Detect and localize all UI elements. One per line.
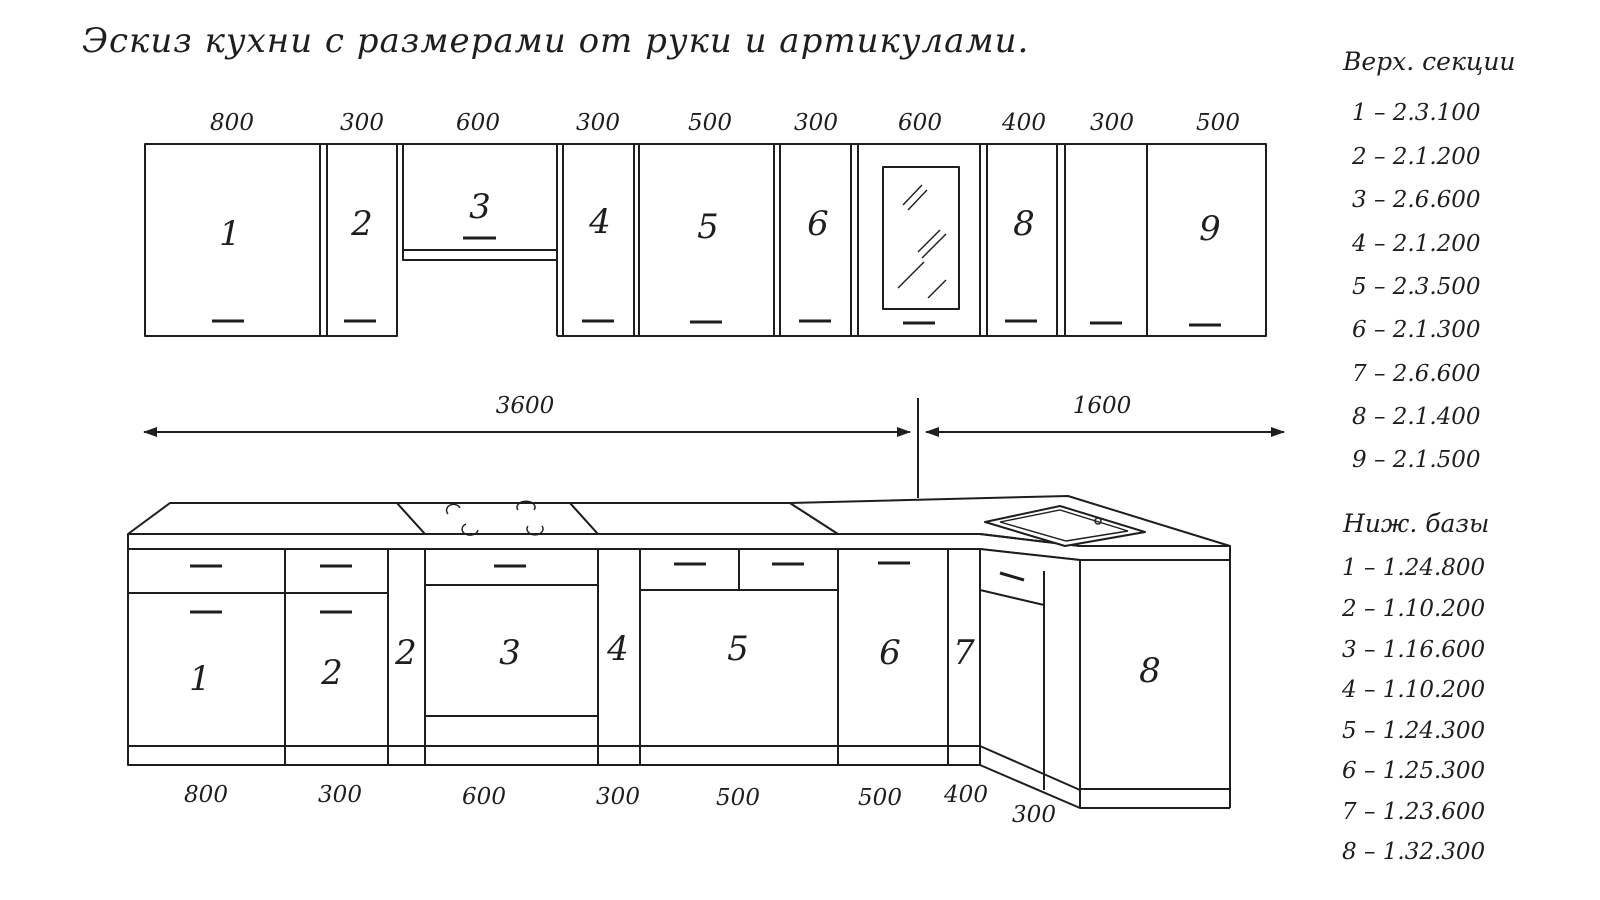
lower-cabinet-6 xyxy=(837,548,949,766)
upper-cabinet-unlabeled xyxy=(1064,143,1148,337)
lower-cabinet-numbers: 1 2 2 3 4 5 6 7 8 xyxy=(189,629,1161,699)
upper-cabinet-1 xyxy=(144,143,321,337)
hob-burners xyxy=(445,500,544,536)
upper-cabinet-7 xyxy=(857,143,981,337)
upper-cabinet-5 xyxy=(638,143,775,337)
legend-lower-item: 5 – 1.24.300 xyxy=(1342,718,1485,744)
sketch-title: Эскиз кухни с размерами от руки и артику… xyxy=(82,21,1029,61)
upper-cabinet-3 xyxy=(402,143,558,251)
upper-number: 2 xyxy=(350,204,373,244)
legend-lower-item: 4 – 1.10.200 xyxy=(1341,677,1485,703)
lower-width-label: 300 xyxy=(318,782,362,808)
upper-number: 4 xyxy=(588,202,611,242)
glass-door xyxy=(882,166,960,310)
legend-upper-item: 9 – 2.1.500 xyxy=(1352,447,1481,473)
upper-width-label: 300 xyxy=(576,110,620,136)
lower-filler-7 xyxy=(947,548,981,766)
legend-lower-item: 8 – 1.32.300 xyxy=(1342,839,1485,865)
lower-number: 5 xyxy=(727,629,749,669)
lower-cabinets xyxy=(127,495,1231,809)
legend-lower-item: 7 – 1.23.600 xyxy=(1342,799,1485,825)
upper-number: 3 xyxy=(469,187,491,227)
lower-width-labels: 800 300 600 300 500 500 400 300 xyxy=(184,782,1056,828)
legend-lower-item: 3 – 1.16.600 xyxy=(1342,637,1485,663)
upper-number: 8 xyxy=(1013,204,1035,244)
lower-width-label: 400 xyxy=(943,782,988,808)
upper-width-labels: 800 300 600 300 500 300 600 400 300 500 xyxy=(210,110,1240,136)
lower-number: 6 xyxy=(879,633,901,673)
upper-width-label: 500 xyxy=(688,110,732,136)
upper-cabinet-6 xyxy=(779,143,852,337)
upper-width-label: 300 xyxy=(1090,110,1134,136)
legend-lower-heading: Ниж. базы xyxy=(1342,509,1489,538)
lower-number: 2 xyxy=(394,633,417,673)
lower-corner-door xyxy=(979,548,1081,809)
upper-cabinet-numbers: 1 2 3 4 5 6 8 9 xyxy=(219,187,1221,254)
legend-upper-item: 5 – 2.3.500 xyxy=(1352,274,1481,300)
lower-width-label: 800 xyxy=(184,782,228,808)
lower-width-label: 500 xyxy=(858,785,902,811)
countertop xyxy=(127,502,426,535)
legend-lower-item: 6 – 1.25.300 xyxy=(1342,758,1485,784)
upper-cabinet-4 xyxy=(562,143,635,337)
overall-width-right: 1600 xyxy=(1073,393,1132,419)
legend-lower-item: 2 – 1.10.200 xyxy=(1341,596,1485,622)
legend-lower-item: 1 – 1.24.800 xyxy=(1342,555,1485,581)
upper-width-label: 500 xyxy=(1196,110,1240,136)
legend-upper: Верх. секции 1 – 2.3.100 2 – 2.1.200 3 –… xyxy=(1342,47,1516,473)
legend-upper-item: 4 – 2.1.200 xyxy=(1351,231,1481,257)
lower-cabinet-1 xyxy=(127,548,286,766)
lower-number: 3 xyxy=(499,633,521,673)
legend-upper-item: 7 – 2.6.600 xyxy=(1352,361,1481,387)
lower-width-label: 500 xyxy=(716,785,760,811)
upper-number: 1 xyxy=(219,214,241,254)
lower-cabinet-2 xyxy=(284,548,389,766)
upper-cabinet-8 xyxy=(986,143,1058,337)
upper-number: 5 xyxy=(697,207,719,247)
upper-width-label: 300 xyxy=(340,110,384,136)
upper-width-label: 800 xyxy=(210,110,254,136)
lower-width-label: 600 xyxy=(462,784,506,810)
legend-upper-heading: Верх. секции xyxy=(1342,47,1516,76)
legend-upper-item: 3 – 2.6.600 xyxy=(1352,187,1481,213)
legend-lower: Ниж. базы 1 – 1.24.800 2 – 1.10.200 3 – … xyxy=(1341,509,1489,865)
legend-upper-item: 6 – 2.1.300 xyxy=(1352,317,1481,343)
lower-number: 1 xyxy=(189,659,211,699)
upper-width-label: 400 xyxy=(1001,110,1046,136)
lower-number: 2 xyxy=(320,653,343,693)
legend-upper-item: 2 – 2.1.200 xyxy=(1351,144,1481,170)
legend-upper-item: 1 – 2.3.100 xyxy=(1352,100,1481,126)
upper-width-label: 600 xyxy=(456,110,500,136)
sink xyxy=(984,505,1146,547)
lower-number: 4 xyxy=(606,629,629,669)
upper-cabinet-2 xyxy=(326,143,398,337)
overall-dimensions: 3600 1600 xyxy=(143,393,1285,498)
upper-number: 6 xyxy=(807,204,829,244)
upper-width-label: 600 xyxy=(898,110,942,136)
upper-cabinet-9 xyxy=(1146,143,1267,337)
lower-width-label: 300 xyxy=(1012,802,1056,828)
upper-cabinets xyxy=(144,143,1267,337)
upper-width-label: 300 xyxy=(794,110,838,136)
lower-cabinet-8 xyxy=(1079,559,1231,790)
overall-width-left: 3600 xyxy=(496,393,555,419)
legend-upper-item: 8 – 2.1.400 xyxy=(1352,404,1481,430)
lower-filler-2 xyxy=(387,548,426,766)
lower-filler-4 xyxy=(597,548,641,766)
lower-number: 7 xyxy=(953,633,975,673)
lower-number: 8 xyxy=(1139,651,1161,691)
lower-width-label: 300 xyxy=(596,784,640,810)
upper-number: 9 xyxy=(1199,209,1221,249)
